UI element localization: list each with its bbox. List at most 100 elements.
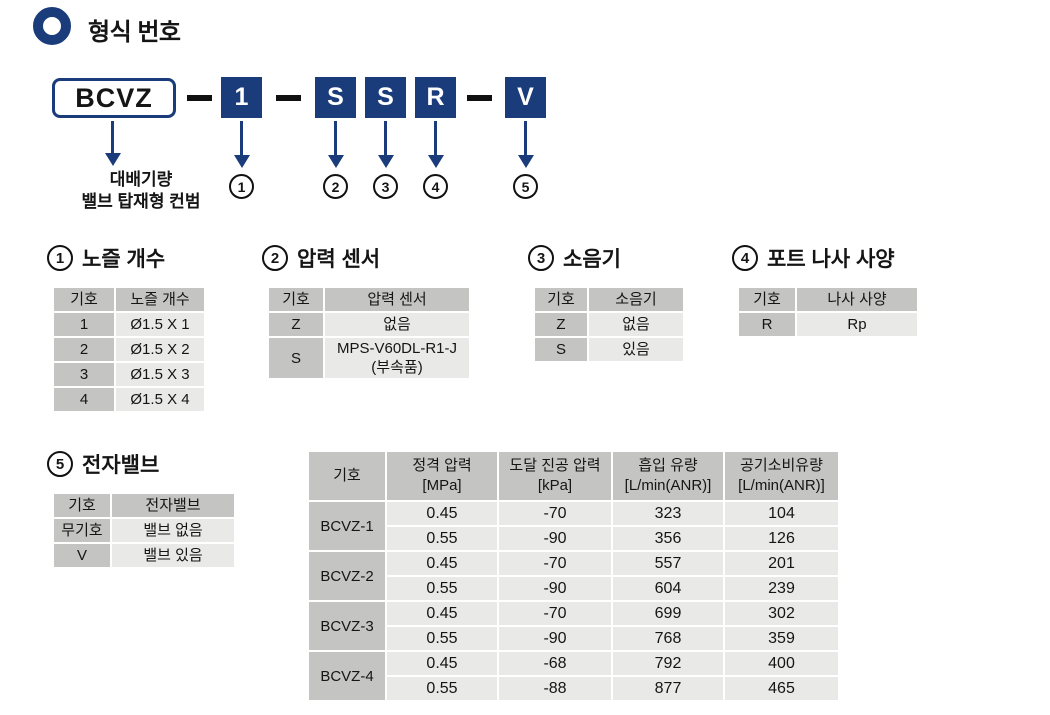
model-cell: BCVZ-3 [309, 602, 385, 650]
symbol-cell: 3 [54, 363, 114, 386]
callout-3: 3 [373, 174, 398, 199]
section-title: 전자밸브 [82, 454, 160, 477]
code-segment-4: R [415, 77, 456, 118]
section-number-badge: 4 [732, 245, 758, 271]
symbol-cell: S [535, 338, 587, 361]
model-prefix-box: BCVZ [52, 78, 176, 118]
table-header-cell: 기호 [739, 288, 795, 311]
prefix-description-line1: 대배기량 [109, 170, 173, 189]
value-cell: Ø1.5 X 2 [116, 338, 204, 361]
section-title: 소음기 [563, 248, 621, 271]
spec-value-cell: 239 [725, 577, 838, 600]
down-arrow [334, 121, 337, 156]
spec-value-cell: 0.55 [387, 627, 497, 650]
table-header-cell: 기호 [54, 494, 110, 517]
section-title: 포트 나사 사양 [767, 248, 895, 271]
spec-value-cell: -90 [499, 627, 611, 650]
table-header-cell: 압력 센서 [325, 288, 469, 311]
section-heading: 2 압력 센서 [262, 243, 471, 273]
code-separator [467, 95, 492, 101]
spec-value-cell: 465 [725, 677, 838, 700]
spec-value-cell: -90 [499, 577, 611, 600]
model-cell: BCVZ-4 [309, 652, 385, 700]
section-heading: 3 소음기 [528, 243, 685, 273]
spec-value-cell: 0.45 [387, 652, 497, 675]
code-segment-3: S [365, 77, 406, 118]
symbol-cell: R [739, 313, 795, 336]
code-separator [276, 95, 301, 101]
table-header-cell: 노즐 개수 [116, 288, 204, 311]
spec-value-cell: 0.55 [387, 677, 497, 700]
value-cell: 없음 [589, 313, 683, 336]
symbol-cell: 2 [54, 338, 114, 361]
spec-header-cell: 기호 [309, 452, 385, 500]
spec-value-cell: 302 [725, 602, 838, 625]
section-number-badge: 2 [262, 245, 288, 271]
spec-value-cell: -90 [499, 527, 611, 550]
down-arrow-head [518, 155, 534, 168]
value-cell: Rp [797, 313, 917, 336]
section-number-badge: 3 [528, 245, 554, 271]
spec-value-cell: 323 [613, 502, 723, 525]
section-heading: 1 노즐 개수 [47, 243, 206, 273]
spec-value-cell: 0.45 [387, 502, 497, 525]
section-title: 노즐 개수 [82, 248, 166, 271]
spec-value-cell: -68 [499, 652, 611, 675]
symbol-cell: 1 [54, 313, 114, 336]
symbol-cell: 무기호 [54, 519, 110, 542]
table-header-cell: 기호 [535, 288, 587, 311]
code-separator [187, 95, 212, 101]
callout-2: 2 [323, 174, 348, 199]
spec-value-cell: 604 [613, 577, 723, 600]
model-cell: BCVZ-2 [309, 552, 385, 600]
value-cell: MPS-V60DL-R1-J (부속품) [325, 338, 469, 378]
value-cell: 밸브 있음 [112, 544, 234, 567]
spec-value-cell: 0.55 [387, 577, 497, 600]
spec-value-cell: 0.45 [387, 552, 497, 575]
code-segment-1: 1 [221, 77, 262, 118]
spec-header-cell: 정격 압력 [MPa] [387, 452, 497, 500]
spec-value-cell: 0.45 [387, 602, 497, 625]
spec-value-cell: 792 [613, 652, 723, 675]
down-arrow [434, 121, 437, 156]
symbol-cell: Z [535, 313, 587, 336]
table-header-cell: 나사 사양 [797, 288, 917, 311]
prefix-description: 대배기량 밸브 탑재형 컨범 [40, 169, 242, 213]
spec-value-cell: -70 [499, 602, 611, 625]
down-arrow [111, 121, 114, 154]
code-segment-2: S [315, 77, 356, 118]
section-number-badge: 5 [47, 451, 73, 477]
value-cell: 없음 [325, 313, 469, 336]
symbol-cell: 4 [54, 388, 114, 411]
callout-1: 1 [229, 174, 254, 199]
spec-value-cell: 359 [725, 627, 838, 650]
value-cell: Ø1.5 X 4 [116, 388, 204, 411]
spec-value-cell: 877 [613, 677, 723, 700]
down-arrow [384, 121, 387, 156]
section-title: 압력 센서 [297, 248, 381, 271]
spec-value-cell: 699 [613, 602, 723, 625]
spec-value-cell: 557 [613, 552, 723, 575]
down-arrow [524, 121, 527, 156]
symbol-cell: Z [269, 313, 323, 336]
table-header-cell: 기호 [269, 288, 323, 311]
